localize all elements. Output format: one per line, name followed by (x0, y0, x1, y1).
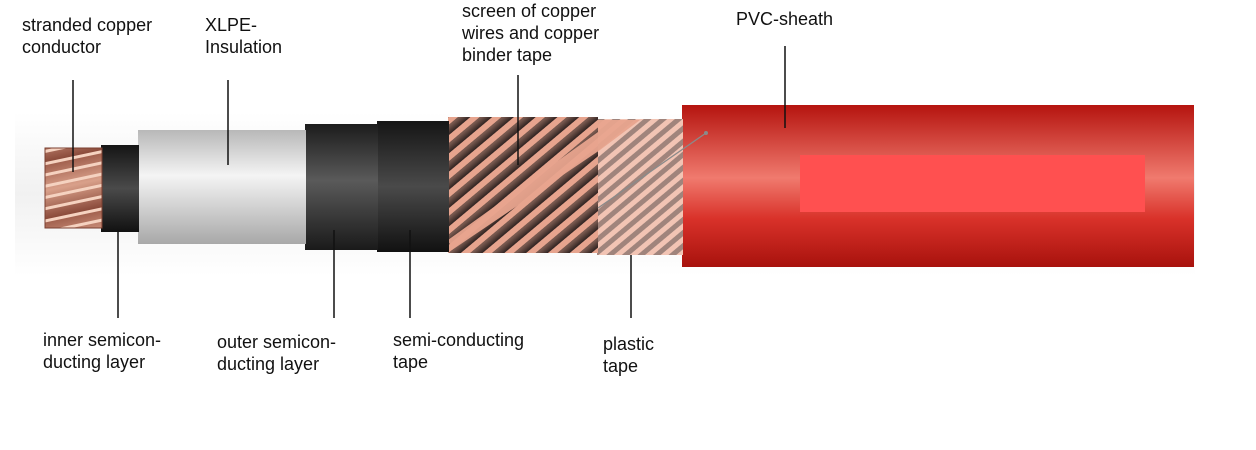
label-line: inner semicon- (43, 330, 162, 350)
label-semiconducting-tape: semi-conducting tape (393, 329, 524, 373)
stranded-copper-conductor (44, 147, 103, 229)
label-line: conductor (22, 37, 102, 57)
label-plastic-tape: plastic tape (603, 333, 654, 377)
label-line: tape (603, 356, 639, 376)
leader-dot-plastic-tape (704, 131, 708, 135)
label-line: Insulation (205, 37, 283, 57)
label-line: plastic (603, 334, 655, 354)
label-line: XLPE- (205, 15, 258, 35)
label-inner-semiconducting-layer: inner semicon- ducting layer (43, 329, 161, 373)
inner-semiconducting-layer (101, 145, 139, 232)
label-line: stranded copper (22, 15, 153, 35)
label-line: outer semicon- (217, 332, 337, 352)
label-line: ducting layer (217, 354, 320, 374)
label-line: tape (393, 352, 429, 372)
xlpe-insulation (138, 130, 306, 244)
plastic-tape (597, 119, 683, 255)
label-line: semi-conducting (393, 330, 525, 350)
outer-semiconducting-layer (305, 124, 378, 250)
label-xlpe-insulation: XLPE- Insulation (205, 14, 282, 58)
label-line: binder tape (462, 45, 553, 65)
leader-line-plastic-tape-diagonal (597, 132, 707, 209)
label-copper-screen: screen of copper wires and copper binder… (462, 0, 599, 66)
pvc-sheath-highlight (800, 155, 1145, 212)
label-pvc-sheath: PVC-sheath (736, 8, 833, 30)
label-line: PVC-sheath (736, 9, 834, 29)
semiconducting-tape (377, 121, 449, 252)
label-line: screen of copper (462, 1, 597, 21)
label-line: ducting layer (43, 352, 146, 372)
copper-binder-tape (448, 120, 640, 250)
label-stranded-copper-conductor: stranded copper conductor (22, 14, 152, 58)
label-outer-semiconducting-layer: outer semicon- ducting layer (217, 331, 336, 375)
plastic-tape-sheen (597, 119, 683, 255)
label-line: wires and copper (462, 23, 600, 43)
